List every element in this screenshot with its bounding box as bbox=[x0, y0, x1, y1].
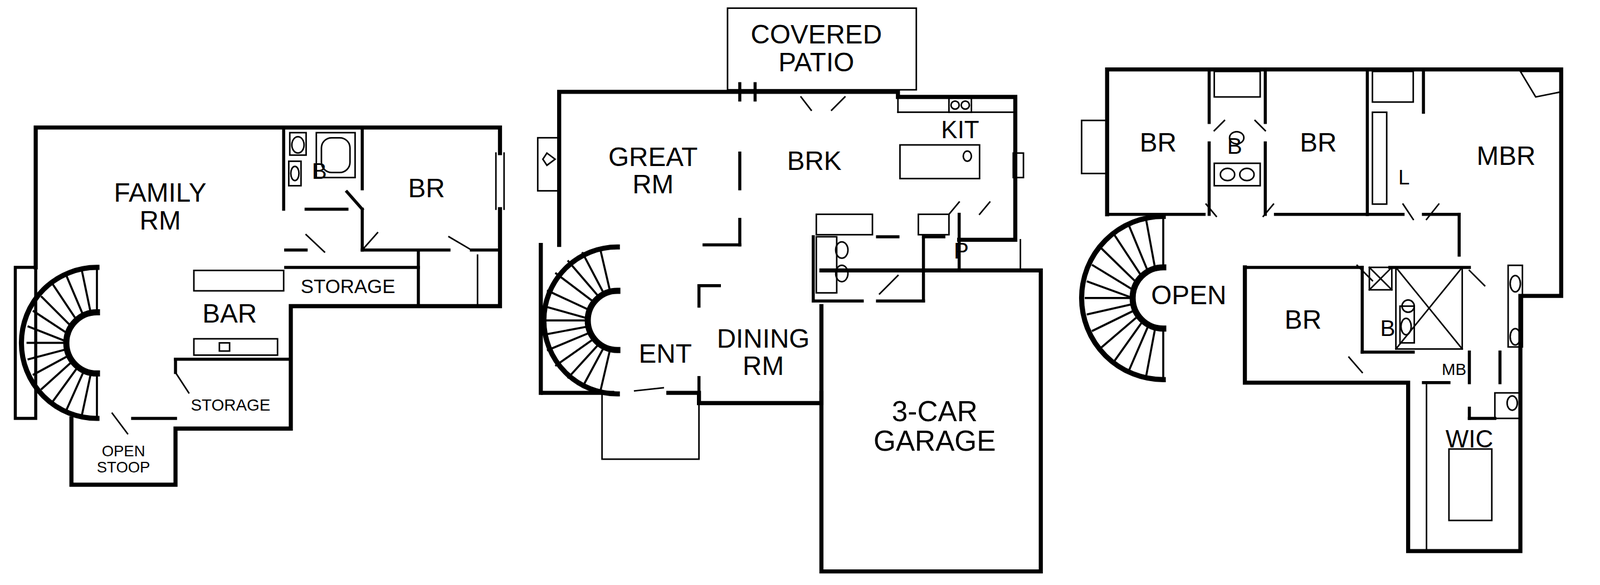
room-label: STORAGE bbox=[300, 276, 396, 297]
room-label: BR bbox=[1284, 306, 1322, 335]
room-label: STORAGE bbox=[191, 397, 271, 416]
room-label: BR bbox=[1299, 128, 1337, 157]
room-label: B bbox=[311, 159, 328, 184]
room-label: OPEN STOOP bbox=[88, 442, 160, 476]
room-label: MBR bbox=[1476, 142, 1536, 170]
room-label: P bbox=[953, 238, 969, 263]
room-label: FAMILY RM bbox=[96, 179, 224, 236]
room-label: L bbox=[1398, 166, 1410, 188]
room-label: WIC bbox=[1445, 426, 1494, 452]
room-label: BAR bbox=[202, 300, 257, 329]
room-label: BR bbox=[408, 174, 446, 203]
room-label: BR bbox=[1139, 128, 1177, 157]
room-label: BRK bbox=[787, 147, 842, 175]
room-label: MB bbox=[1441, 361, 1467, 379]
room-label: OPEN bbox=[1150, 281, 1227, 310]
room-label: DINING RM bbox=[699, 325, 828, 382]
room-label: 3-CAR GARAGE bbox=[857, 396, 1012, 457]
room-label: B bbox=[1227, 134, 1243, 158]
room-label: ENT bbox=[638, 340, 692, 369]
room-label: GREAT RM bbox=[594, 143, 712, 200]
room-label: COVERED PATIO bbox=[727, 21, 906, 77]
room-label: KIT bbox=[940, 116, 979, 143]
room-label: B bbox=[1380, 316, 1396, 341]
